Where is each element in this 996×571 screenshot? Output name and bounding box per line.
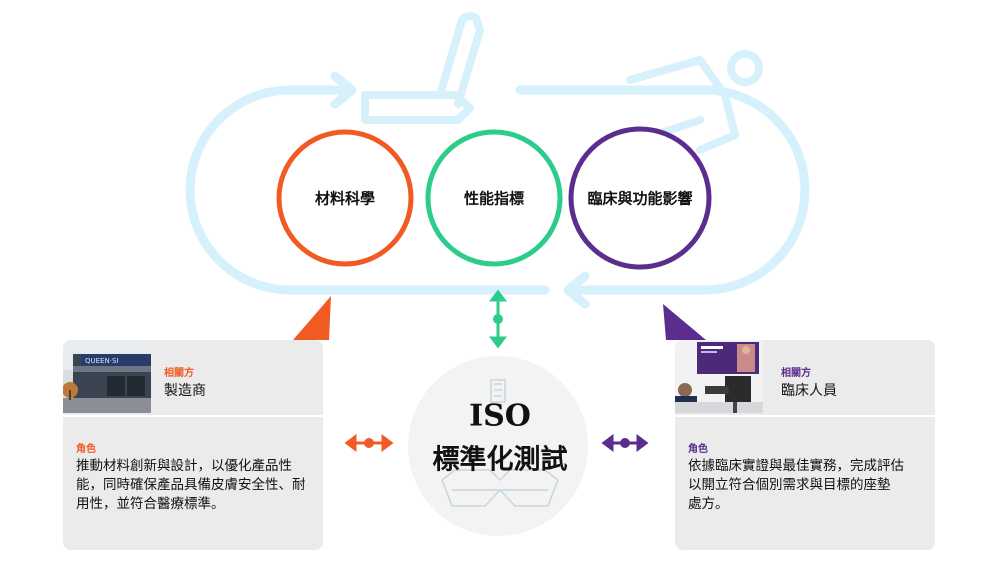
performance-metrics-label: 性能指標 (463, 189, 525, 208)
clinician-role-description: 依據臨床實證與最佳實務，完成評估 以開立符合個別需求與目標的座墊 處方。 (688, 457, 904, 514)
iso-subtitle: 標準化測試 (432, 444, 568, 476)
material-science-circle (276, 129, 414, 267)
clinician-stakeholder-name: 臨床人員 (781, 383, 837, 399)
clinician-role-label: 角色 (688, 444, 708, 455)
manufacturer-stakeholder-label: 相關方 (164, 368, 194, 379)
clinician-card: 相關方 臨床人員 角色 依據臨床實證與最佳實務，完成評估 以開立符合個別需求與目… (675, 340, 935, 550)
clinical-impact-circle (568, 126, 712, 270)
seated-person-outline (361, 12, 763, 154)
manufacturer-card-divider (63, 415, 323, 417)
purple-connector-arrow (601, 434, 649, 452)
clinician-photo (675, 340, 763, 413)
clinical-impact-label: 臨床與功能影響 (587, 189, 693, 208)
iso-title: ISO (469, 398, 531, 434)
manufacturer-role-line: 用性，並符合醫療標準。 (76, 496, 225, 512)
clinician-stakeholder-label: 相關方 (781, 368, 811, 379)
manufacturer-role-line: 能，同時確保產品具備皮膚安全性、耐 (76, 477, 306, 493)
clinician-role-line: 依據臨床實證與最佳實務，完成評估 (688, 458, 904, 474)
orange-connector-arrow (344, 434, 394, 452)
green-connector-arrow (489, 289, 507, 349)
manufacturer-card: QUEEN·SI 相關方 製造商 角色 推動材料創新與設計，以優化產品性 能，同… (63, 340, 323, 550)
manufacturer-stakeholder-name: 製造商 (164, 383, 206, 399)
clinician-role-line: 處方。 (688, 496, 729, 512)
loop-arrowheads (330, 71, 590, 309)
test-apparatus-outline (441, 379, 559, 507)
performance-metrics-circle (425, 129, 563, 267)
cycle-loop-arrows (185, 85, 810, 295)
svg-text:QUEEN·SI: QUEEN·SI (85, 357, 118, 365)
purple-callout-pointer (663, 304, 706, 340)
material-science-label: 材料科學 (314, 189, 376, 208)
orange-callout-pointer (293, 296, 331, 340)
manufacturer-photo: QUEEN·SI (63, 340, 151, 413)
manufacturer-role-description: 推動材料創新與設計，以優化產品性 能，同時確保產品具備皮膚安全性、耐 用性，並符… (76, 457, 306, 514)
manufacturer-role-line: 推動材料創新與設計，以優化產品性 (76, 458, 292, 474)
clinician-role-line: 以開立符合個別需求與目標的座墊 (688, 477, 891, 493)
iso-center-circle (408, 356, 588, 536)
manufacturer-role-label: 角色 (76, 444, 96, 455)
clinician-card-divider (675, 415, 935, 417)
